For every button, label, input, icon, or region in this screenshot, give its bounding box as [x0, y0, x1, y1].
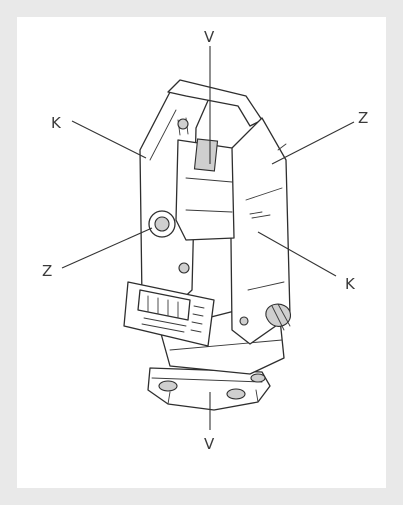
axis-labels: V V K K Z Z [42, 28, 368, 453]
label-upper-right-z: Z [358, 109, 368, 127]
total-station-illustration [123, 79, 291, 411]
label-right-k: K [345, 275, 356, 293]
leader-left-z [61, 227, 153, 269]
label-left-z: Z [42, 262, 52, 280]
label-bottom-v: V [204, 435, 215, 453]
leader-upper-left-k [71, 120, 147, 159]
leader-upper-right-z [271, 121, 355, 165]
axis-leader-lines [61, 46, 355, 430]
leader-right-k [257, 231, 337, 277]
label-top-v: V [204, 28, 215, 46]
label-upper-left-k: K [51, 114, 62, 132]
